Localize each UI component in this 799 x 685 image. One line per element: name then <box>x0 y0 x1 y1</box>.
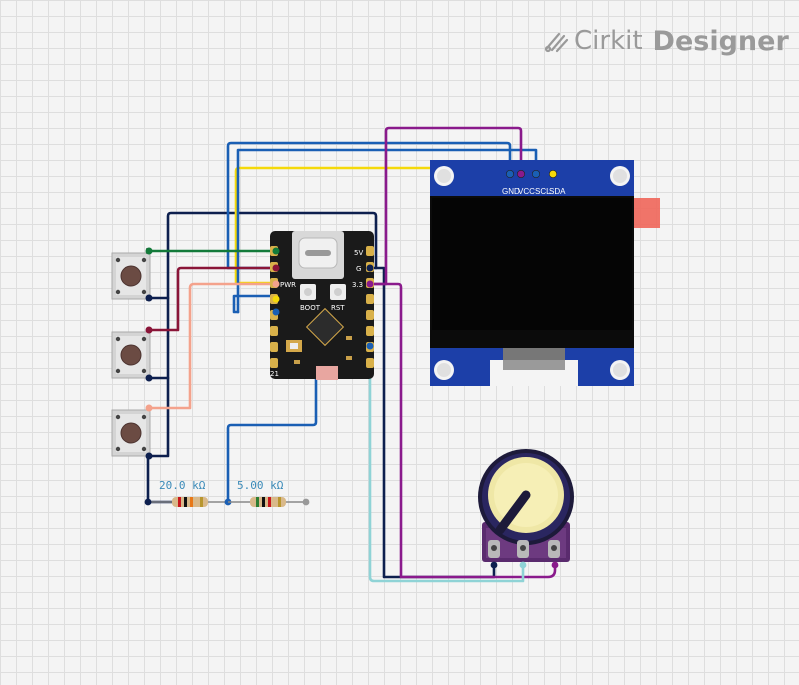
mcu-chip <box>305 307 345 347</box>
wire-vcc-pot[interactable] <box>368 282 557 579</box>
oled-pin-gnd-label: GND <box>502 187 520 196</box>
mcu-boot-label: BOOT <box>300 304 321 312</box>
oled-display[interactable]: GND VCC SCL SDA <box>430 160 660 386</box>
wire-btn2[interactable] <box>146 266 280 332</box>
mcu-pin-pwr-label: PWR <box>280 281 296 289</box>
wire-vcc-oled[interactable] <box>368 126 523 286</box>
push-button-2[interactable] <box>111 331 151 379</box>
oled-pin-sda-label: SDA <box>549 187 566 196</box>
microcontroller-board[interactable]: 5V G 3.3 PWR BOOT RST 21 <box>270 231 374 380</box>
resistor-5k[interactable]: 5.00 kΩ <box>228 479 310 507</box>
wire-btn3[interactable] <box>146 282 280 410</box>
push-button-3[interactable] <box>111 409 151 457</box>
logo-product: Designer <box>652 25 789 57</box>
mcu-pin-3v3-label: 3.3 <box>352 281 363 289</box>
oled-pin-scl-label: SCL <box>535 187 551 196</box>
mcu-pin-5v-label: 5V <box>354 249 363 257</box>
mcu-corner-label: 21 <box>270 370 279 378</box>
wire-gnd-pot[interactable] <box>374 266 496 579</box>
mcu-pin-g-label: G <box>356 265 361 273</box>
wire-pot-wiper[interactable] <box>368 344 525 583</box>
cirkit-designer-logo: Cirkit Designer <box>544 24 789 58</box>
potentiometer[interactable] <box>478 449 574 562</box>
resistor-20k[interactable]: 20.0 kΩ <box>144 479 232 507</box>
oled-pin-vcc-label: VCC <box>518 187 535 196</box>
potentiometer-indicator <box>495 490 531 535</box>
resistor-5k-label: 5.00 kΩ <box>237 479 284 492</box>
wire-gnd-btn2[interactable] <box>146 296 170 380</box>
logo-brand: Cirkit <box>574 26 643 56</box>
mcu-rst-label: RST <box>331 304 345 312</box>
wire-gnd-buttons[interactable] <box>146 211 378 300</box>
wire-divider[interactable] <box>226 344 372 504</box>
wire-scl[interactable] <box>232 294 280 314</box>
wire-gnd-btn3[interactable] <box>146 376 170 458</box>
cirkit-logo-icon <box>544 32 569 53</box>
push-button-1[interactable] <box>111 248 151 301</box>
resistor-20k-label: 20.0 kΩ <box>159 479 206 492</box>
wire-gnd-oled[interactable] <box>226 141 512 270</box>
